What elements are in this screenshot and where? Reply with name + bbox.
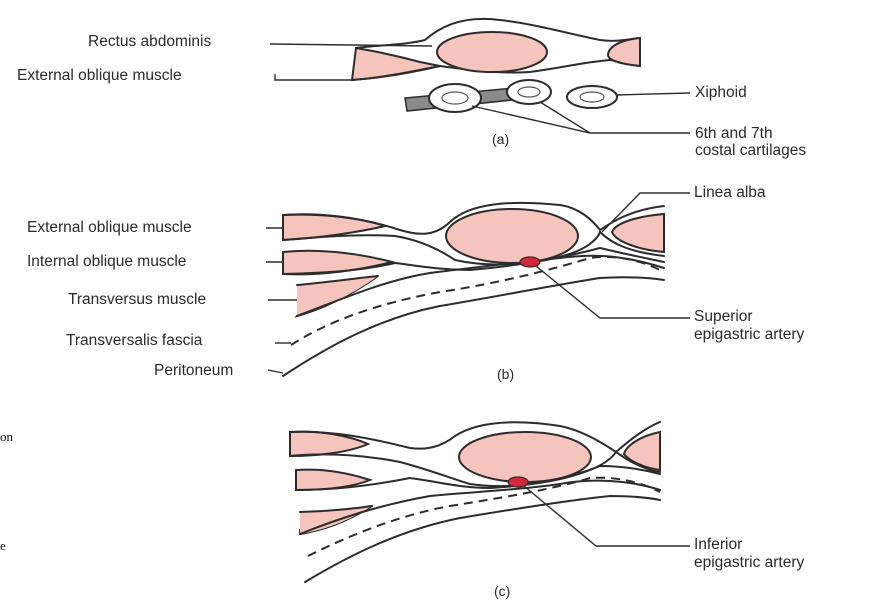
costal-cartilage-7	[507, 80, 551, 104]
label-superior-line1: Superior	[694, 308, 753, 325]
label-rectus-abdominis: Rectus abdominis	[88, 33, 211, 50]
label-linea-alba: Linea alba	[694, 184, 766, 201]
rectus-right-muscle-a	[608, 38, 640, 66]
leader-external-oblique-a	[275, 74, 352, 80]
panel-c: Inferior epigastric artery (c)	[290, 422, 805, 599]
caption-b: (b)	[497, 366, 514, 382]
rectus-abdominis-muscle-a	[437, 32, 547, 72]
rectus-abdominis-muscle-b	[446, 209, 578, 263]
label-internal-oblique-b: Internal oblique muscle	[27, 253, 186, 270]
leader-superior-artery	[536, 266, 690, 318]
transversalis-fascia-c	[308, 478, 660, 556]
label-costal-line1: 6th and 7th	[695, 125, 773, 142]
label-peritoneum-b: Peritoneum	[154, 362, 233, 379]
leader-costal-1	[472, 106, 690, 133]
panel-a: Rectus abdominis External oblique muscle…	[17, 19, 806, 159]
label-costal-line2: costal cartilages	[695, 142, 806, 159]
caption-c: (c)	[494, 583, 510, 599]
label-inferior-line1: Inferior	[694, 536, 742, 553]
label-external-oblique-a: External oblique muscle	[17, 67, 182, 84]
edge-fragment-1: on	[0, 429, 14, 444]
costal-cartilage-6	[429, 84, 481, 112]
label-xiphoid: Xiphoid	[695, 84, 747, 101]
label-external-oblique-b: External oblique muscle	[27, 219, 192, 236]
label-superior-line2: epigastric artery	[694, 326, 805, 343]
rectus-right-muscle-c	[624, 432, 660, 470]
leader-peritoneum-b	[268, 370, 283, 373]
inferior-epigastric-artery	[508, 477, 528, 487]
xiphoid-process	[567, 86, 617, 108]
label-transversalis-fascia-b: Transversalis fascia	[66, 332, 203, 349]
edge-fragment-2: e	[0, 538, 6, 553]
caption-a: (a)	[492, 131, 509, 147]
rectus-abdominis-muscle-c	[459, 432, 591, 482]
label-transversus-b: Transversus muscle	[68, 291, 206, 308]
label-inferior-line2: epigastric artery	[694, 554, 805, 571]
leader-xiphoid	[616, 93, 690, 95]
leader-rectus-a	[270, 44, 432, 46]
superior-epigastric-artery	[520, 257, 540, 267]
external-oblique-muscle-c	[290, 432, 368, 456]
panel-b: Linea alba External oblique muscle Inter…	[27, 184, 805, 382]
leader-inferior-artery	[524, 486, 690, 546]
